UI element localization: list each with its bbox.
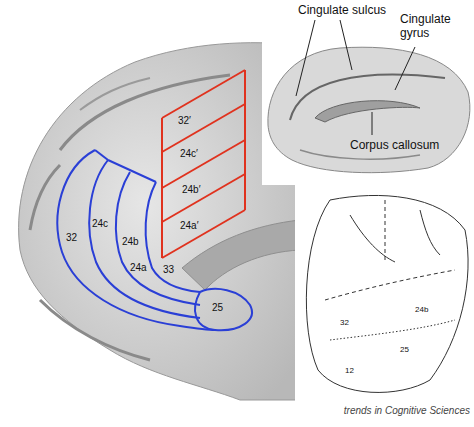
area-number: 12 bbox=[345, 366, 354, 376]
source-credit: trends in Cognitive Sciences bbox=[344, 405, 470, 417]
sulcus bbox=[40, 300, 150, 360]
area-outline bbox=[108, 160, 156, 182]
area-number: 24a bbox=[130, 262, 147, 274]
area-number: 24b bbox=[122, 236, 139, 248]
area-outline bbox=[116, 172, 200, 305]
anatomy-label: Cingulate gyrus bbox=[400, 12, 462, 41]
section-ground bbox=[295, 185, 474, 427]
corpus-callosum bbox=[182, 220, 300, 290]
anatomy-label: Corpus callosum bbox=[350, 138, 439, 152]
coronal-section bbox=[306, 195, 468, 392]
area-number: 25 bbox=[400, 345, 409, 355]
inset-brain bbox=[268, 47, 470, 172]
sulcus bbox=[60, 75, 230, 150]
red-areas bbox=[162, 70, 245, 258]
area-outline bbox=[89, 160, 200, 318]
area-number: 24b bbox=[415, 305, 428, 315]
area-number: 32 bbox=[66, 232, 77, 244]
area-outline bbox=[195, 289, 252, 330]
leader-lines bbox=[296, 20, 415, 135]
inset-ground bbox=[262, 0, 474, 185]
leader-line bbox=[340, 20, 352, 70]
sulcus bbox=[30, 165, 60, 230]
leader-line bbox=[372, 112, 373, 135]
blue-areas bbox=[57, 150, 251, 330]
area-number: 32 bbox=[340, 318, 349, 328]
area-number: 32′ bbox=[178, 115, 191, 127]
area-border bbox=[325, 270, 455, 300]
area-outline bbox=[95, 150, 108, 160]
inset-callosum bbox=[315, 101, 420, 122]
anatomy-label: Cingulate sulcus bbox=[298, 3, 386, 17]
area-number: 24c bbox=[92, 218, 108, 230]
area-number: 24a′ bbox=[180, 220, 199, 232]
cingulate-sulcus-line bbox=[290, 75, 445, 120]
leader-line bbox=[395, 47, 415, 90]
area-number: 24c′ bbox=[180, 148, 198, 160]
area-outline bbox=[162, 174, 245, 222]
area-outline bbox=[162, 104, 245, 152]
section-sulci bbox=[350, 210, 440, 262]
area-number: 24b′ bbox=[182, 184, 201, 196]
area-number: 33 bbox=[163, 264, 174, 276]
area-outline bbox=[162, 210, 245, 258]
sulcus bbox=[80, 78, 150, 110]
area-number: 25 bbox=[212, 302, 223, 314]
area-border bbox=[385, 200, 386, 262]
medial-brain bbox=[19, 43, 300, 400]
area-outline bbox=[146, 182, 200, 292]
leader-line bbox=[296, 20, 315, 96]
